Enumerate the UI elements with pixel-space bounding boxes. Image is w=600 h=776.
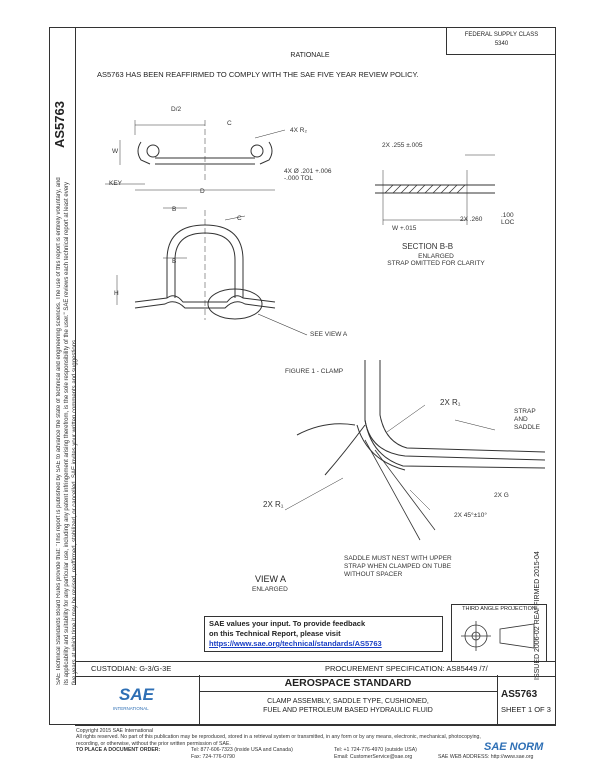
view-a-angle: 2X 45°±10° [454,512,487,519]
rationale-text: AS5763 HAS BEEN REAFFIRMED TO COMPLY WIT… [97,70,419,79]
view-a-r1-left: 2X R₁ [263,500,284,509]
procurement-spec: PROCUREMENT SPECIFICATION: AS85449 /7/ [325,664,488,673]
section-mark-b-top: B [172,206,177,213]
order-email: Email: CustomerService@sae.org [334,753,413,760]
projection-label: THIRD ANGLE PROJECTION [462,606,536,612]
dim-c-top: C [227,120,232,127]
saddle-note: SADDLE MUST NEST WITH UPPER STRAP WHEN C… [344,555,452,578]
dim-260: 2X .260 [460,216,483,223]
clamp-drawing [105,120,545,541]
aerospace-standard-title: AEROSPACE STANDARD [199,677,497,692]
feedback-box: SAE values your input. To provide feedba… [204,616,443,652]
rationale-title: RATIONALE [290,52,330,59]
contact-line: Fax: 724-776-0790 Email: CustomerService… [76,754,546,761]
drawing-frame [49,27,556,725]
strap-and-saddle: STRAP AND SADDLE [514,408,541,431]
title-cell: AEROSPACE STANDARD CLAMP ASSEMBLY, SADDL… [199,675,498,725]
sae-logo: SAE [119,685,154,704]
copyright-block: Copyright 2015 SAE International All rig… [76,728,546,761]
dim-holes: 4X Ø .201 +.006 -.000 TOL [284,168,332,182]
order-fax: Fax: 724-776-0790 [191,753,235,760]
dim-key: KEY [109,180,123,187]
dim-d: D [200,188,205,195]
document-number-cell: AS5763 SHEET 1 OF 3 [497,675,556,725]
custodian-row: CUSTODIAN: G-3/G-3E PROCUREMENT SPECIFIC… [75,661,556,677]
order-line: TO PLACE A DOCUMENT ORDER: Tel: 877-606-… [76,747,546,754]
document-number-vertical: AS5763 [52,101,67,149]
sae-norm-watermark: SAE NORM [484,741,544,753]
order-phone-us: Tel: 877-606-7323 (inside USA and Canada… [191,746,293,753]
see-view-a: SEE VIEW A [310,331,348,338]
third-angle-projection-icon [461,621,535,651]
view-a-r1-top: 2X R₁ [440,398,461,407]
projection-box: THIRD ANGLE PROJECTION [451,604,547,662]
copyright-line-1: Copyright 2015 SAE International [76,728,153,734]
order-phone-intl: Tel: +1 724-776-4970 (outside USA) [334,746,417,753]
view-a-title: VIEW A [255,574,287,584]
sae-logo-subtitle: INTERNATIONAL [113,706,149,711]
dim-w-plus: W +.015 [392,225,417,232]
sae-web-address[interactable]: SAE WEB ADDRESS: http://www.sae.org [438,753,534,760]
copyright-line-2: All rights reserved. No part of this pub… [76,734,481,741]
section-mark-b-bottom: B [172,258,177,265]
dim-h: H [114,290,119,297]
feedback-line-2: on this Technical Report, please visit [209,629,341,638]
dim-d-half: D/2 [171,106,182,113]
figure-caption: FIGURE 1 - CLAMP [285,368,344,375]
document-description: CLAMP ASSEMBLY, SADDLE TYPE, CUSHIONED, … [263,698,433,714]
feedback-line-1: SAE values your input. To provide feedba… [209,619,366,628]
dim-c: C [237,215,242,222]
dim-100: .100 LOC [501,212,515,226]
view-a-g: 2X G [494,492,509,499]
copyright-line-3: recording, or otherwise, without the pri… [76,740,231,747]
section-title: SECTION B-B [402,242,454,251]
sheet-number: SHEET 1 OF 3 [501,705,551,714]
section-subtitle: ENLARGED STRAP OMITTED FOR CLARITY [387,253,485,267]
left-margin-strip [49,27,76,685]
feedback-link[interactable]: https://www.sae.org/technical/standards/… [209,639,382,648]
dim-w: W [112,148,119,155]
sae-logo-cell: SAE INTERNATIONAL [75,675,200,725]
custodian: CUSTODIAN: G-3/G-3E [91,664,172,673]
title-block: SAE INTERNATIONAL AEROSPACE STANDARD CLA… [75,675,556,726]
view-a-subtitle: ENLARGED [252,586,288,593]
federal-supply-class: FEDERAL SUPPLY CLASS 5340 [446,27,556,55]
dim-255: 2X .255 ±.005 [382,142,423,149]
dim-r2: 4X R₂ [290,127,307,134]
document-number: AS5763 [501,689,538,700]
order-label: TO PLACE A DOCUMENT ORDER: [76,746,161,753]
